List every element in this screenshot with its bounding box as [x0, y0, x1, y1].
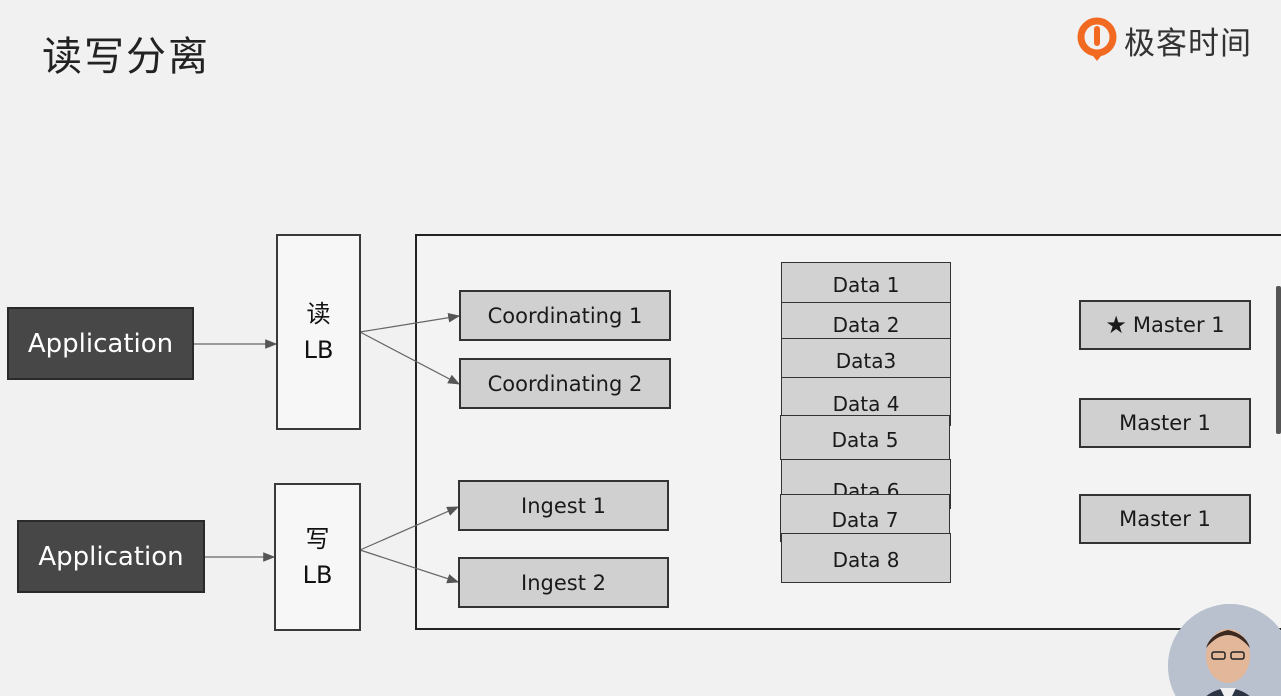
data-node-5: Data 5 [780, 415, 950, 460]
master-node-1-label: Master 1 [1132, 313, 1225, 337]
master-node-2: Master 1 [1079, 398, 1251, 448]
master-node-3: Master 1 [1079, 494, 1251, 544]
data-node-3: Data3 [781, 338, 951, 380]
read-application-box: Application [7, 307, 194, 380]
write-lb-label-line2: LB [302, 561, 333, 589]
read-lb-box: 读 LB [276, 234, 361, 430]
write-lb-label-line1: 写 [305, 525, 330, 553]
brand-name: 极客时间 [1124, 25, 1252, 62]
geektime-logo-icon [1077, 17, 1117, 61]
coordinating-node-1: Coordinating 1 [459, 290, 671, 341]
coordinating-node-2: Coordinating 2 [459, 358, 671, 409]
ingest-node-1: Ingest 1 [458, 480, 669, 531]
ingest-node-2: Ingest 2 [458, 557, 669, 608]
page-title: 读写分离 [42, 34, 210, 80]
read-lb-label-line2: LB [303, 336, 334, 364]
data-node-1: Data 1 [781, 262, 951, 304]
star-icon: ★ [1105, 311, 1127, 339]
brand-logo: 极客时间 [1076, 16, 1252, 64]
write-lb-box: 写 LB [274, 483, 361, 631]
read-lb-label-line1: 读 [306, 300, 331, 328]
data-node-8: Data 8 [781, 533, 951, 583]
master-node-1-elected: ★ Master 1 [1079, 300, 1251, 350]
data-node-2: Data 2 [781, 302, 951, 344]
write-application-box: Application [17, 520, 205, 593]
scroll-edge [1276, 286, 1281, 434]
